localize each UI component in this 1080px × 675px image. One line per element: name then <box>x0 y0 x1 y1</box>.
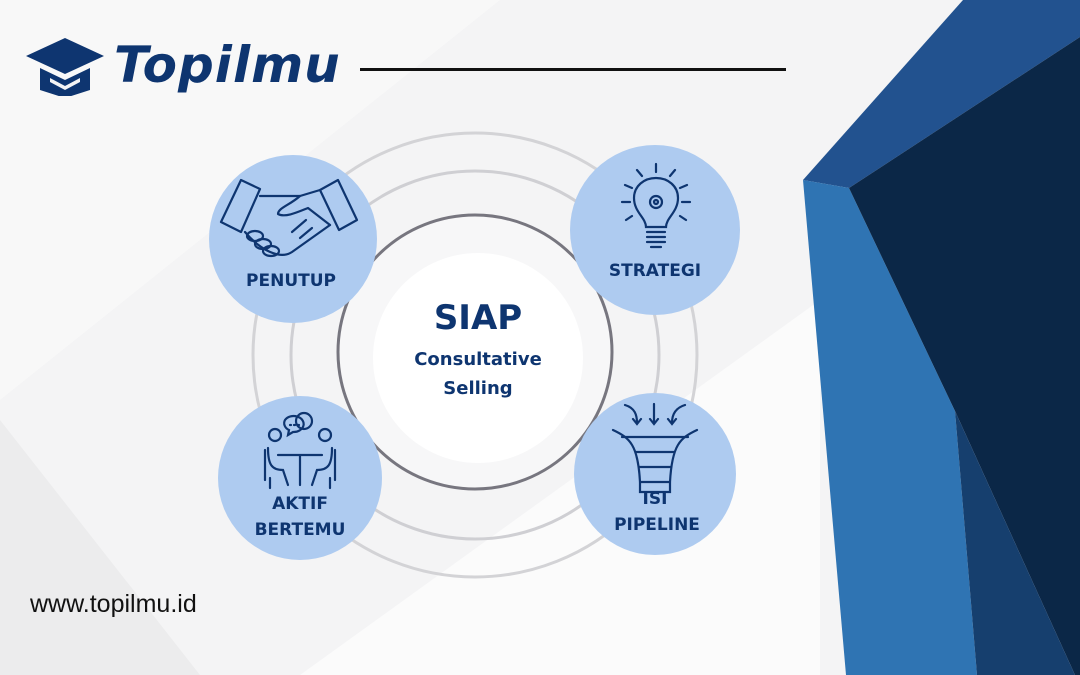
header-divider <box>360 68 786 71</box>
node-label-aktif: AKTIF <box>272 494 328 514</box>
decorative-blue-shapes <box>803 0 1080 675</box>
website-url: www.topilmu.id <box>30 590 197 618</box>
brand-logo: Topilmu <box>26 34 341 96</box>
center-subtitle-line1: Consultative <box>414 349 542 370</box>
middle-ring <box>289 169 661 541</box>
node-label-bertemu: BERTEMU <box>254 520 346 540</box>
node-label-isi: ISI <box>642 489 668 509</box>
graduation-cap-icon <box>26 38 104 96</box>
outer-ring <box>251 131 699 579</box>
brand-name: Topilmu <box>114 36 341 94</box>
meeting-icon <box>263 411 337 490</box>
node-circle-strategi <box>570 145 740 315</box>
handshake-icon <box>219 178 359 258</box>
funnel-icon <box>611 402 699 494</box>
node-circle-isi-pipeline <box>574 393 736 555</box>
node-label-penutup: PENUTUP <box>246 271 336 291</box>
center-subtitle-line2: Selling <box>443 378 513 399</box>
node-label-pipeline: PIPELINE <box>614 515 700 535</box>
node-circle-penutup <box>209 155 377 323</box>
center-circle <box>373 253 583 463</box>
node-label-strategi: STRATEGI <box>608 261 702 281</box>
lightbulb-gear-icon <box>620 162 692 249</box>
center-title: SIAP <box>433 298 523 338</box>
